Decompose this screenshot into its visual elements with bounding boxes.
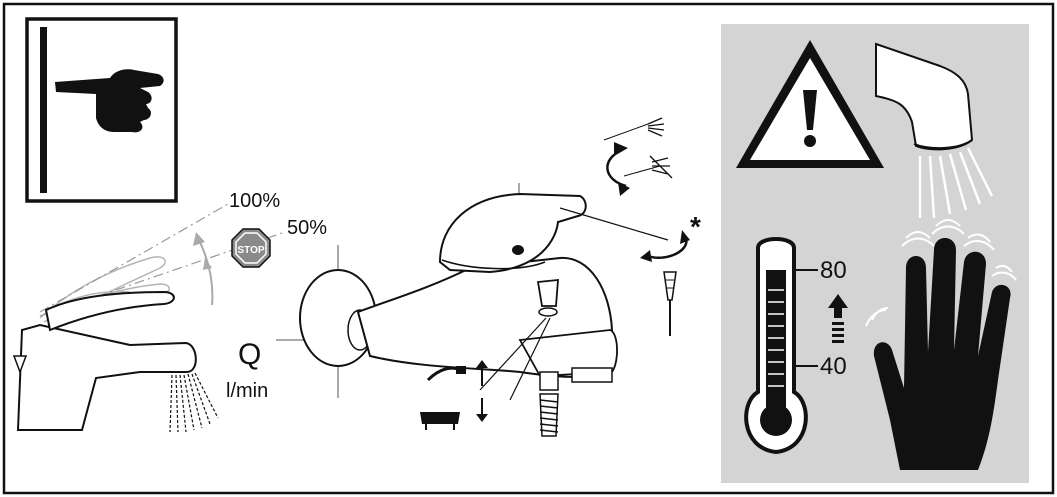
shower-outlet-icon — [426, 360, 488, 386]
stop-sign-label: STOP — [237, 245, 264, 256]
stop-sign-icon: STOP — [231, 228, 271, 268]
thermometer-icon — [744, 237, 818, 455]
screwdriver-icon — [663, 271, 677, 336]
flow-unit: l/min — [226, 380, 268, 402]
asterisk-mark: * — [690, 211, 701, 242]
flow-direction-indicator — [603, 117, 673, 196]
hand-heat-icon — [865, 219, 1017, 470]
temperature-rise-arrow-icon — [828, 294, 848, 343]
line-100 — [39, 203, 229, 313]
temperature-high-label: 80 — [820, 257, 847, 284]
spray-lines — [169, 372, 219, 433]
flow-symbol: Q — [238, 338, 261, 371]
hand-pointing-right-icon — [25, 17, 178, 203]
warning-triangle-icon — [736, 40, 884, 168]
bath-mixer-illustration — [276, 183, 669, 437]
basin-mixer-illustration — [12, 203, 286, 433]
label-100-percent: 100% — [229, 190, 280, 212]
bath-outlet-icon — [420, 398, 488, 430]
spout-spray-icon — [875, 42, 994, 219]
label-50-percent: 50% — [287, 217, 327, 239]
temperature-low-label: 40 — [820, 353, 847, 380]
adjust-rotation-icon: * — [640, 211, 701, 262]
